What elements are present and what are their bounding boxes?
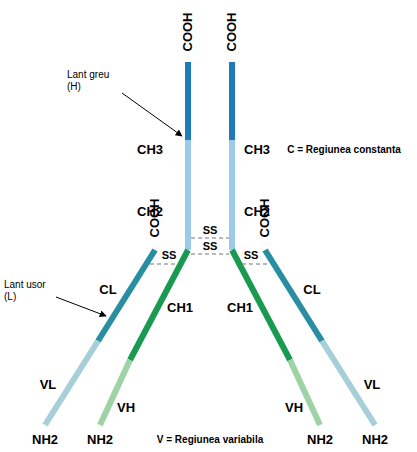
disulfide-bond — [191, 237, 229, 238]
disulfide-label: SS — [244, 249, 259, 262]
leader-arrow — [122, 93, 182, 136]
terminus-label: NH2 — [362, 433, 388, 448]
disulfide-label: SS — [162, 249, 177, 262]
domain-label: CL — [303, 283, 320, 298]
domain-label: VL — [364, 378, 381, 393]
disulfide-bond — [191, 253, 229, 254]
terminus-label: COOH — [148, 199, 163, 238]
domain-label: VL — [40, 378, 57, 393]
region-note: V = Regiunea variabila — [157, 434, 263, 446]
terminus-label: COOH — [181, 13, 196, 52]
light-chain-cl — [98, 250, 155, 341]
domain-label: CH3 — [244, 143, 270, 158]
disulfide-bond — [242, 263, 270, 264]
domain-label: VH — [117, 401, 135, 416]
domain-label: CH1 — [227, 301, 253, 316]
chain-label: Lant usor (L) — [4, 279, 60, 302]
terminus-label: COOH — [225, 13, 240, 52]
light-chain-cl — [265, 250, 322, 341]
disulfide-label: SS — [203, 240, 218, 253]
domain-label: CH3 — [137, 143, 163, 158]
region-note: C = Regiunea constanta — [287, 144, 401, 156]
terminus-label: COOH — [258, 199, 273, 238]
heavy-chain-ch2 — [185, 140, 191, 250]
heavy-chain-ch3 — [185, 62, 191, 140]
heavy-chain-vh — [100, 360, 130, 425]
disulfide-label: SS — [203, 224, 218, 237]
domain-label: CH1 — [167, 301, 193, 316]
heavy-chain-ch2 — [229, 140, 235, 250]
domain-label: VH — [285, 401, 303, 416]
terminus-label: NH2 — [307, 433, 333, 448]
disulfide-bond — [150, 263, 178, 264]
chain-label: Lant greu (H) — [67, 69, 123, 92]
terminus-label: NH2 — [32, 433, 58, 448]
domain-label: CL — [99, 283, 116, 298]
leader-arrow — [56, 297, 106, 316]
terminus-label: NH2 — [87, 433, 113, 448]
heavy-chain-vh — [290, 360, 320, 425]
heavy-chain-ch3 — [229, 62, 235, 140]
